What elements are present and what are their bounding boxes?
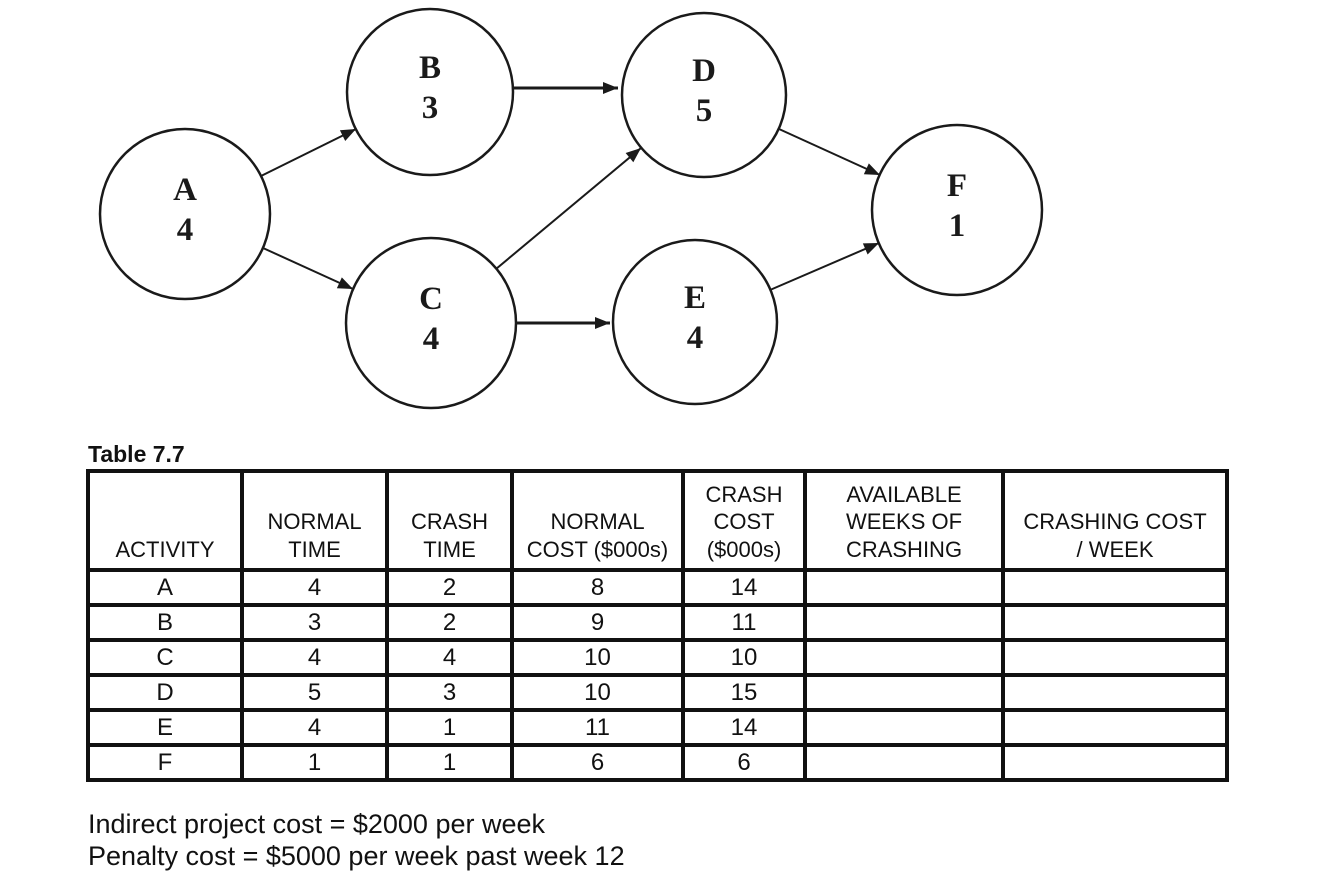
cell-crash-cost: 6 bbox=[681, 743, 807, 782]
node-b-duration: 3 bbox=[422, 90, 439, 126]
cell-crash-time: 1 bbox=[385, 708, 514, 747]
node-d-duration: 5 bbox=[696, 93, 713, 129]
cell-activity: A bbox=[86, 568, 244, 607]
node-f-duration: 1 bbox=[949, 208, 966, 244]
table-row: C 4 4 10 10 bbox=[86, 638, 1229, 677]
crashing-data-table: ACTIVITY NORMAL TIME CRASH TIME NORMAL C… bbox=[86, 469, 1229, 782]
edge-a-to-b bbox=[260, 128, 357, 177]
cell-normal-cost: 10 bbox=[510, 638, 685, 677]
cell-available-weeks bbox=[803, 708, 1005, 747]
cell-normal-cost: 11 bbox=[510, 708, 685, 747]
cost-notes: Indirect project cost = $2000 per week P… bbox=[88, 808, 625, 872]
cell-crash-time: 3 bbox=[385, 673, 514, 712]
node-f-circle bbox=[870, 123, 1044, 297]
node-d-label: D bbox=[692, 53, 716, 89]
cell-available-weeks bbox=[803, 603, 1005, 642]
cell-normal-time: 1 bbox=[240, 743, 389, 782]
cell-activity: E bbox=[86, 708, 244, 747]
table-header-row: ACTIVITY NORMAL TIME CRASH TIME NORMAL C… bbox=[86, 469, 1229, 572]
cell-normal-cost: 9 bbox=[510, 603, 685, 642]
cell-crashing-cost-per-week bbox=[1001, 638, 1229, 677]
cell-crashing-cost-per-week bbox=[1001, 603, 1229, 642]
cell-crash-cost: 10 bbox=[681, 638, 807, 677]
node-f: F 1 bbox=[870, 123, 1044, 297]
header-available-weeks: AVAILABLE WEEKS OF CRASHING bbox=[803, 469, 1005, 572]
node-e: E 4 bbox=[611, 238, 779, 406]
cell-normal-time: 5 bbox=[240, 673, 389, 712]
header-crash-cost: CRASH COST ($000s) bbox=[681, 469, 807, 572]
node-a: A 4 bbox=[98, 127, 272, 301]
node-e-duration: 4 bbox=[687, 320, 704, 356]
table-row: B 3 2 9 11 bbox=[86, 603, 1229, 642]
cell-normal-cost: 6 bbox=[510, 743, 685, 782]
header-crashing-cost-per-week: CRASHING COST / WEEK bbox=[1001, 469, 1229, 572]
table-row: D 5 3 10 15 bbox=[86, 673, 1229, 712]
edge-e-to-f bbox=[769, 242, 880, 291]
cell-crashing-cost-per-week bbox=[1001, 708, 1229, 747]
node-f-label: F bbox=[947, 168, 967, 204]
cell-normal-time: 4 bbox=[240, 568, 389, 607]
cell-crash-time: 4 bbox=[385, 638, 514, 677]
penalty-cost-note: Penalty cost = $5000 per week past week … bbox=[88, 841, 625, 871]
table-row: F 1 1 6 6 bbox=[86, 743, 1229, 782]
table-row: E 4 1 11 14 bbox=[86, 708, 1229, 747]
cell-normal-time: 4 bbox=[240, 708, 389, 747]
table-row: A 4 2 8 14 bbox=[86, 568, 1229, 607]
node-a-duration: 4 bbox=[177, 212, 194, 248]
cell-activity: D bbox=[86, 673, 244, 712]
header-normal-time: NORMAL TIME bbox=[240, 469, 389, 572]
node-c: C 4 bbox=[344, 236, 518, 410]
header-crash-time: CRASH TIME bbox=[385, 469, 514, 572]
node-b-label: B bbox=[419, 50, 441, 86]
node-c-duration: 4 bbox=[423, 321, 440, 357]
node-e-label: E bbox=[684, 280, 706, 316]
indirect-cost-note: Indirect project cost = $2000 per week bbox=[88, 809, 546, 839]
cell-crash-cost: 14 bbox=[681, 708, 807, 747]
cell-normal-cost: 10 bbox=[510, 673, 685, 712]
cell-available-weeks bbox=[803, 743, 1005, 782]
cell-crashing-cost-per-week bbox=[1001, 568, 1229, 607]
node-d: D 5 bbox=[620, 11, 788, 179]
cell-activity: F bbox=[86, 743, 244, 782]
node-a-circle bbox=[98, 127, 272, 301]
cell-crash-time: 2 bbox=[385, 603, 514, 642]
node-c-label: C bbox=[419, 281, 443, 317]
cell-crash-cost: 14 bbox=[681, 568, 807, 607]
project-network-diagram: A 4 B 3 C 4 D 5 E 4 F 1 bbox=[98, 7, 1044, 410]
cell-crashing-cost-per-week bbox=[1001, 673, 1229, 712]
cell-crash-cost: 11 bbox=[681, 603, 807, 642]
cell-activity: B bbox=[86, 603, 244, 642]
header-activity: ACTIVITY bbox=[86, 469, 244, 572]
cell-available-weeks bbox=[803, 568, 1005, 607]
edge-a-to-c bbox=[262, 247, 354, 290]
node-d-circle bbox=[620, 11, 788, 179]
node-b-circle bbox=[345, 7, 515, 177]
cell-available-weeks bbox=[803, 673, 1005, 712]
cell-available-weeks bbox=[803, 638, 1005, 677]
node-e-circle bbox=[611, 238, 779, 406]
cell-crash-cost: 15 bbox=[681, 673, 807, 712]
cell-normal-time: 4 bbox=[240, 638, 389, 677]
node-c-circle bbox=[344, 236, 518, 410]
edge-d-to-f bbox=[778, 128, 881, 176]
node-b: B 3 bbox=[345, 7, 515, 177]
edge-c-to-d bbox=[495, 147, 642, 270]
cell-normal-time: 3 bbox=[240, 603, 389, 642]
cell-crash-time: 2 bbox=[385, 568, 514, 607]
cell-normal-cost: 8 bbox=[510, 568, 685, 607]
node-a-label: A bbox=[173, 172, 197, 208]
table-caption: Table 7.7 bbox=[88, 441, 185, 467]
header-normal-cost: NORMAL COST ($000s) bbox=[510, 469, 685, 572]
cell-activity: C bbox=[86, 638, 244, 677]
cell-crash-time: 1 bbox=[385, 743, 514, 782]
cell-crashing-cost-per-week bbox=[1001, 743, 1229, 782]
